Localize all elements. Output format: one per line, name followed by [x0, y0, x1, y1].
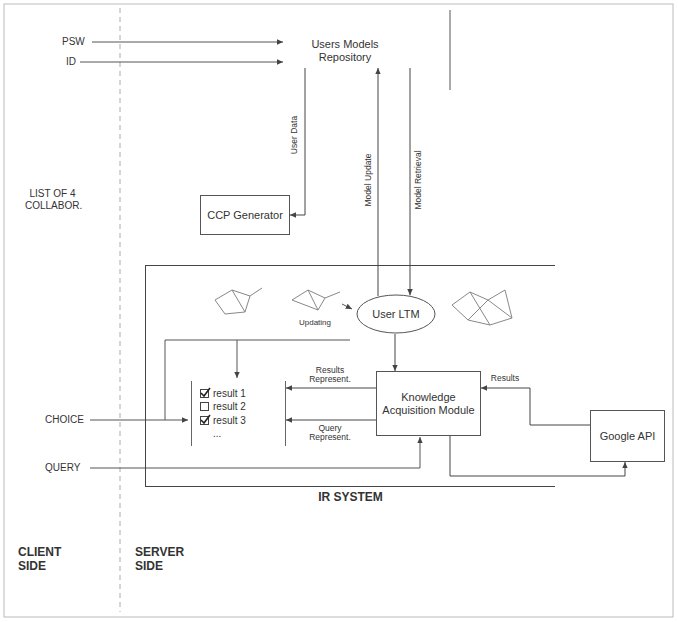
- updating-arrow: [342, 304, 352, 309]
- region-title: IR SYSTEM: [146, 491, 555, 505]
- figure-frame: [4, 4, 673, 617]
- result-item: result 1: [213, 388, 246, 400]
- result-row: result 2: [200, 401, 246, 413]
- input-label: PSW: [62, 36, 85, 48]
- repository-box: Users Models Repository: [285, 34, 405, 68]
- input-label: CHOICE: [45, 414, 84, 426]
- connector-label: Model Update: [364, 153, 373, 208]
- checkbox: [200, 416, 209, 425]
- result-row: result 1: [200, 388, 246, 400]
- output-label: LIST OF 4 COLLABOR.: [25, 188, 80, 211]
- connector-arrow: [410, 68, 411, 295]
- connector-label: User Data: [290, 115, 299, 155]
- node-label: Google API: [600, 430, 656, 443]
- node-label: Knowledge Acquisition Module: [382, 391, 475, 416]
- result-row: result 3: [200, 415, 246, 427]
- service-box: Google API: [590, 410, 665, 462]
- connector-arrow: [290, 68, 305, 215]
- choice-arrow: [90, 420, 188, 421]
- result-list: result 1result 2 result 3...: [191, 381, 286, 446]
- node-label: CCP Generator: [207, 209, 283, 222]
- feedback-arrow: [237, 340, 238, 378]
- graph-sketch: [452, 290, 512, 325]
- connector-arrow: [286, 420, 376, 421]
- node-label: Users Models Repository: [289, 38, 401, 63]
- side-label: CLIENT SIDE: [18, 546, 78, 574]
- process-box: CCP Generator: [200, 195, 290, 235]
- process-label: Updating: [292, 318, 338, 327]
- connector-label: Results: [490, 374, 520, 383]
- input-label: ID: [66, 56, 76, 68]
- process-box: Knowledge Acquisition Module: [376, 371, 481, 436]
- psw-arrow: [92, 42, 283, 43]
- connector-arrow: [395, 334, 396, 371]
- result-item: result 3: [213, 415, 246, 427]
- connector-arrow: [378, 68, 379, 296]
- input-label: QUERY: [45, 462, 80, 474]
- node-label: User LTM: [372, 308, 419, 321]
- side-label: SERVER SIDE: [135, 546, 195, 574]
- connector-arrow: [481, 388, 590, 425]
- checkbox: [200, 402, 209, 411]
- result-item: ...: [213, 428, 221, 440]
- connector-label: Results Represent.: [297, 366, 363, 385]
- graph-sketch: [292, 290, 340, 310]
- connector-label: Model Retrieval: [414, 149, 423, 210]
- repository-side-line: [450, 10, 451, 90]
- id-arrow: [80, 62, 283, 63]
- client-server-divider: [120, 8, 121, 612]
- graph-sketch: [215, 288, 262, 314]
- result-item: result 2: [213, 401, 246, 413]
- connector-label: Query Represent.: [297, 424, 363, 443]
- checkbox: [200, 389, 209, 398]
- datastore-ellipse: User LTM: [356, 294, 436, 334]
- connector-arrow: [286, 388, 376, 389]
- result-row: ...: [200, 428, 221, 440]
